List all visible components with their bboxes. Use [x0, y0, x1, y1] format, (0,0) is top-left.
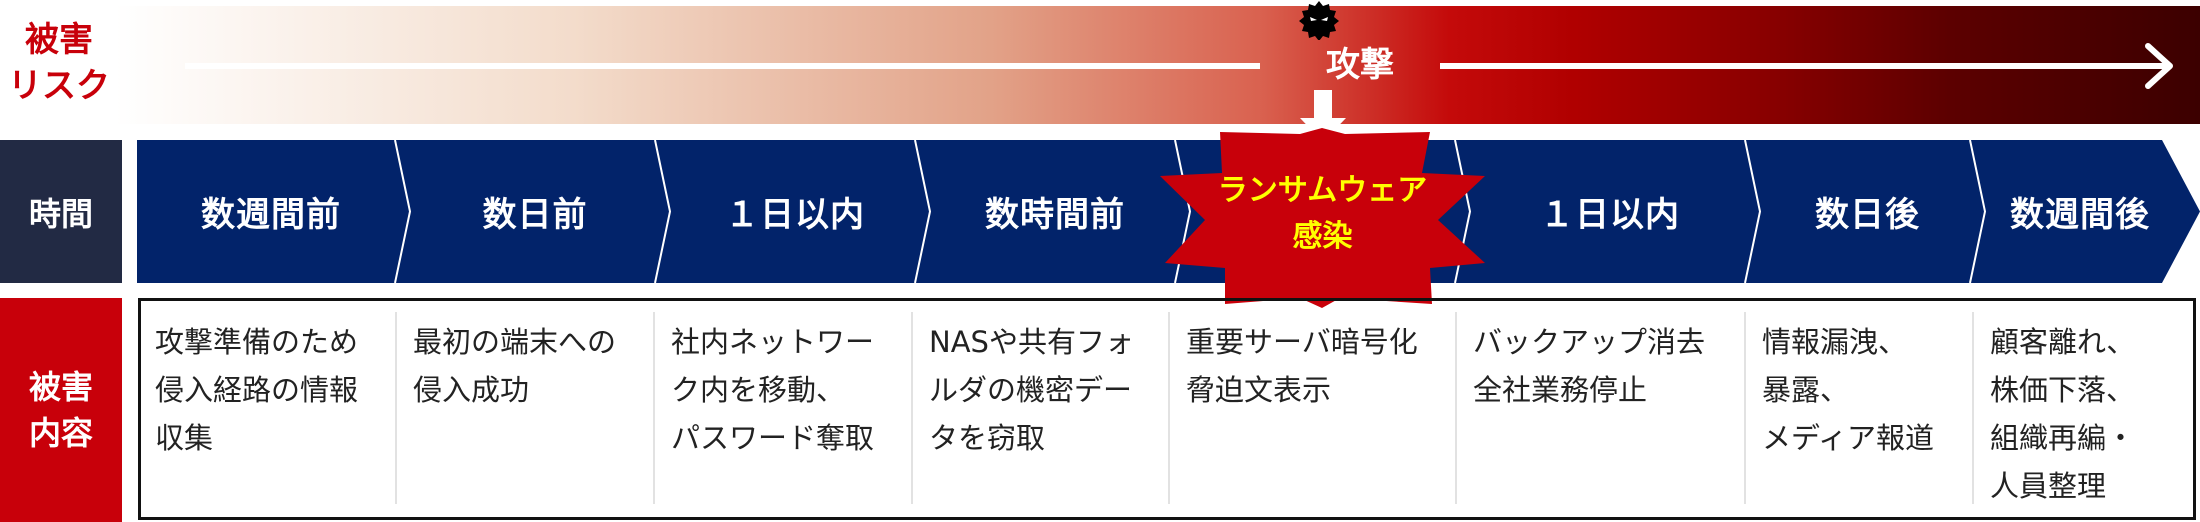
risk-label-line1: 被害: [25, 19, 93, 60]
burst-line2: 感染: [1292, 219, 1353, 254]
damage-text-line: 株価下落、: [1990, 373, 2136, 407]
time-phase-7: 数日後: [1815, 195, 1920, 235]
damage-cell-3: 社内ネットワー ク内を移動、 パスワード奪取: [653, 318, 911, 508]
damage-text-line: バックアップ消去: [1473, 325, 1706, 359]
damage-text-line: 侵入経路の情報: [155, 373, 359, 407]
column-divider: [395, 312, 397, 504]
burst-line1: ランサムウェア: [1217, 173, 1428, 208]
damage-text-line: 攻撃準備のため: [155, 325, 359, 359]
damage-text-line: 全社業務停止: [1473, 373, 1648, 407]
damage-text-line: 重要サーバ暗号化: [1186, 325, 1418, 359]
time-phase-6: １日以内: [1540, 195, 1680, 235]
attack-label: 攻撃: [1326, 45, 1394, 85]
time-phase-3: １日以内: [725, 195, 865, 235]
risk-label-line2: リスク: [8, 65, 110, 106]
damage-text-line: 収集: [155, 421, 214, 455]
damage-text-line: メディア報道: [1762, 421, 1934, 455]
damage-text-line: 脅迫文表示: [1186, 373, 1332, 407]
time-phase-2: 数日前: [482, 195, 588, 235]
damage-text-line: ク内を移動、: [671, 373, 846, 407]
damage-text-line: 最初の端末への: [413, 325, 617, 359]
time-phase-8: 数週間後: [2010, 195, 2150, 235]
risk-timeline-line-right: [1440, 63, 2168, 69]
damage-cell-7: 情報漏洩、 暴露、 メディア報道: [1744, 318, 1972, 508]
damage-text-line: 人員整理: [1990, 469, 2107, 503]
damage-text-line: 組織再編・: [1990, 421, 2136, 455]
column-divider: [1744, 312, 1746, 504]
damage-text-line: 社内ネットワー: [671, 325, 875, 359]
arrow-right-icon: [2145, 43, 2173, 89]
column-divider: [1972, 312, 1974, 504]
damage-cell-8: 顧客離れ、 株価下落、 組織再編・ 人員整理: [1972, 318, 2196, 508]
damage-cell-2: 最初の端末への 侵入成功: [395, 318, 653, 508]
damage-content-box: [138, 298, 2196, 520]
risk-timeline-line-left: [185, 63, 1260, 69]
damage-cell-5: 重要サーバ暗号化 脅迫文表示: [1168, 318, 1455, 508]
damage-text-line: パスワード奪取: [671, 421, 875, 455]
column-divider: [1168, 312, 1170, 504]
damage-text-line: 情報漏洩、: [1762, 325, 1908, 359]
damage-row-label: 被害 内容: [0, 298, 122, 522]
damage-text-line: 暴露、: [1762, 373, 1850, 407]
column-divider: [1455, 312, 1457, 504]
column-divider: [911, 312, 913, 504]
damage-cell-6: バックアップ消去 全社業務停止: [1455, 318, 1744, 508]
column-divider: [653, 312, 655, 504]
damage-text-line: NASや共有フォ: [929, 325, 1134, 359]
damage-text-line: ルダの機密デー: [929, 373, 1133, 407]
damage-text-line: 顧客離れ、: [1990, 325, 2136, 359]
risk-row-label: 被害 リスク: [0, 0, 118, 125]
damage-cell-1: 攻撃準備のため 侵入経路の情報 収集: [137, 318, 395, 508]
time-phase-4: 数時間前: [985, 195, 1125, 235]
damage-label-line2: 内容: [28, 414, 93, 452]
time-phase-1: 数週間前: [201, 195, 341, 235]
damage-label-line1: 被害: [28, 368, 93, 406]
damage-text-line: タを窃取: [929, 421, 1046, 455]
damage-cell-4: NASや共有フォ ルダの機密デー タを窃取: [911, 318, 1169, 508]
ransomware-infection-label: ランサムウェア 感染: [1160, 168, 1485, 260]
ransomware-burst-icon: [1160, 128, 1485, 308]
damage-text-line: 侵入成功: [413, 373, 530, 407]
time-row-label: 時間: [0, 140, 122, 283]
hacker-icon: [1299, 1, 1339, 40]
